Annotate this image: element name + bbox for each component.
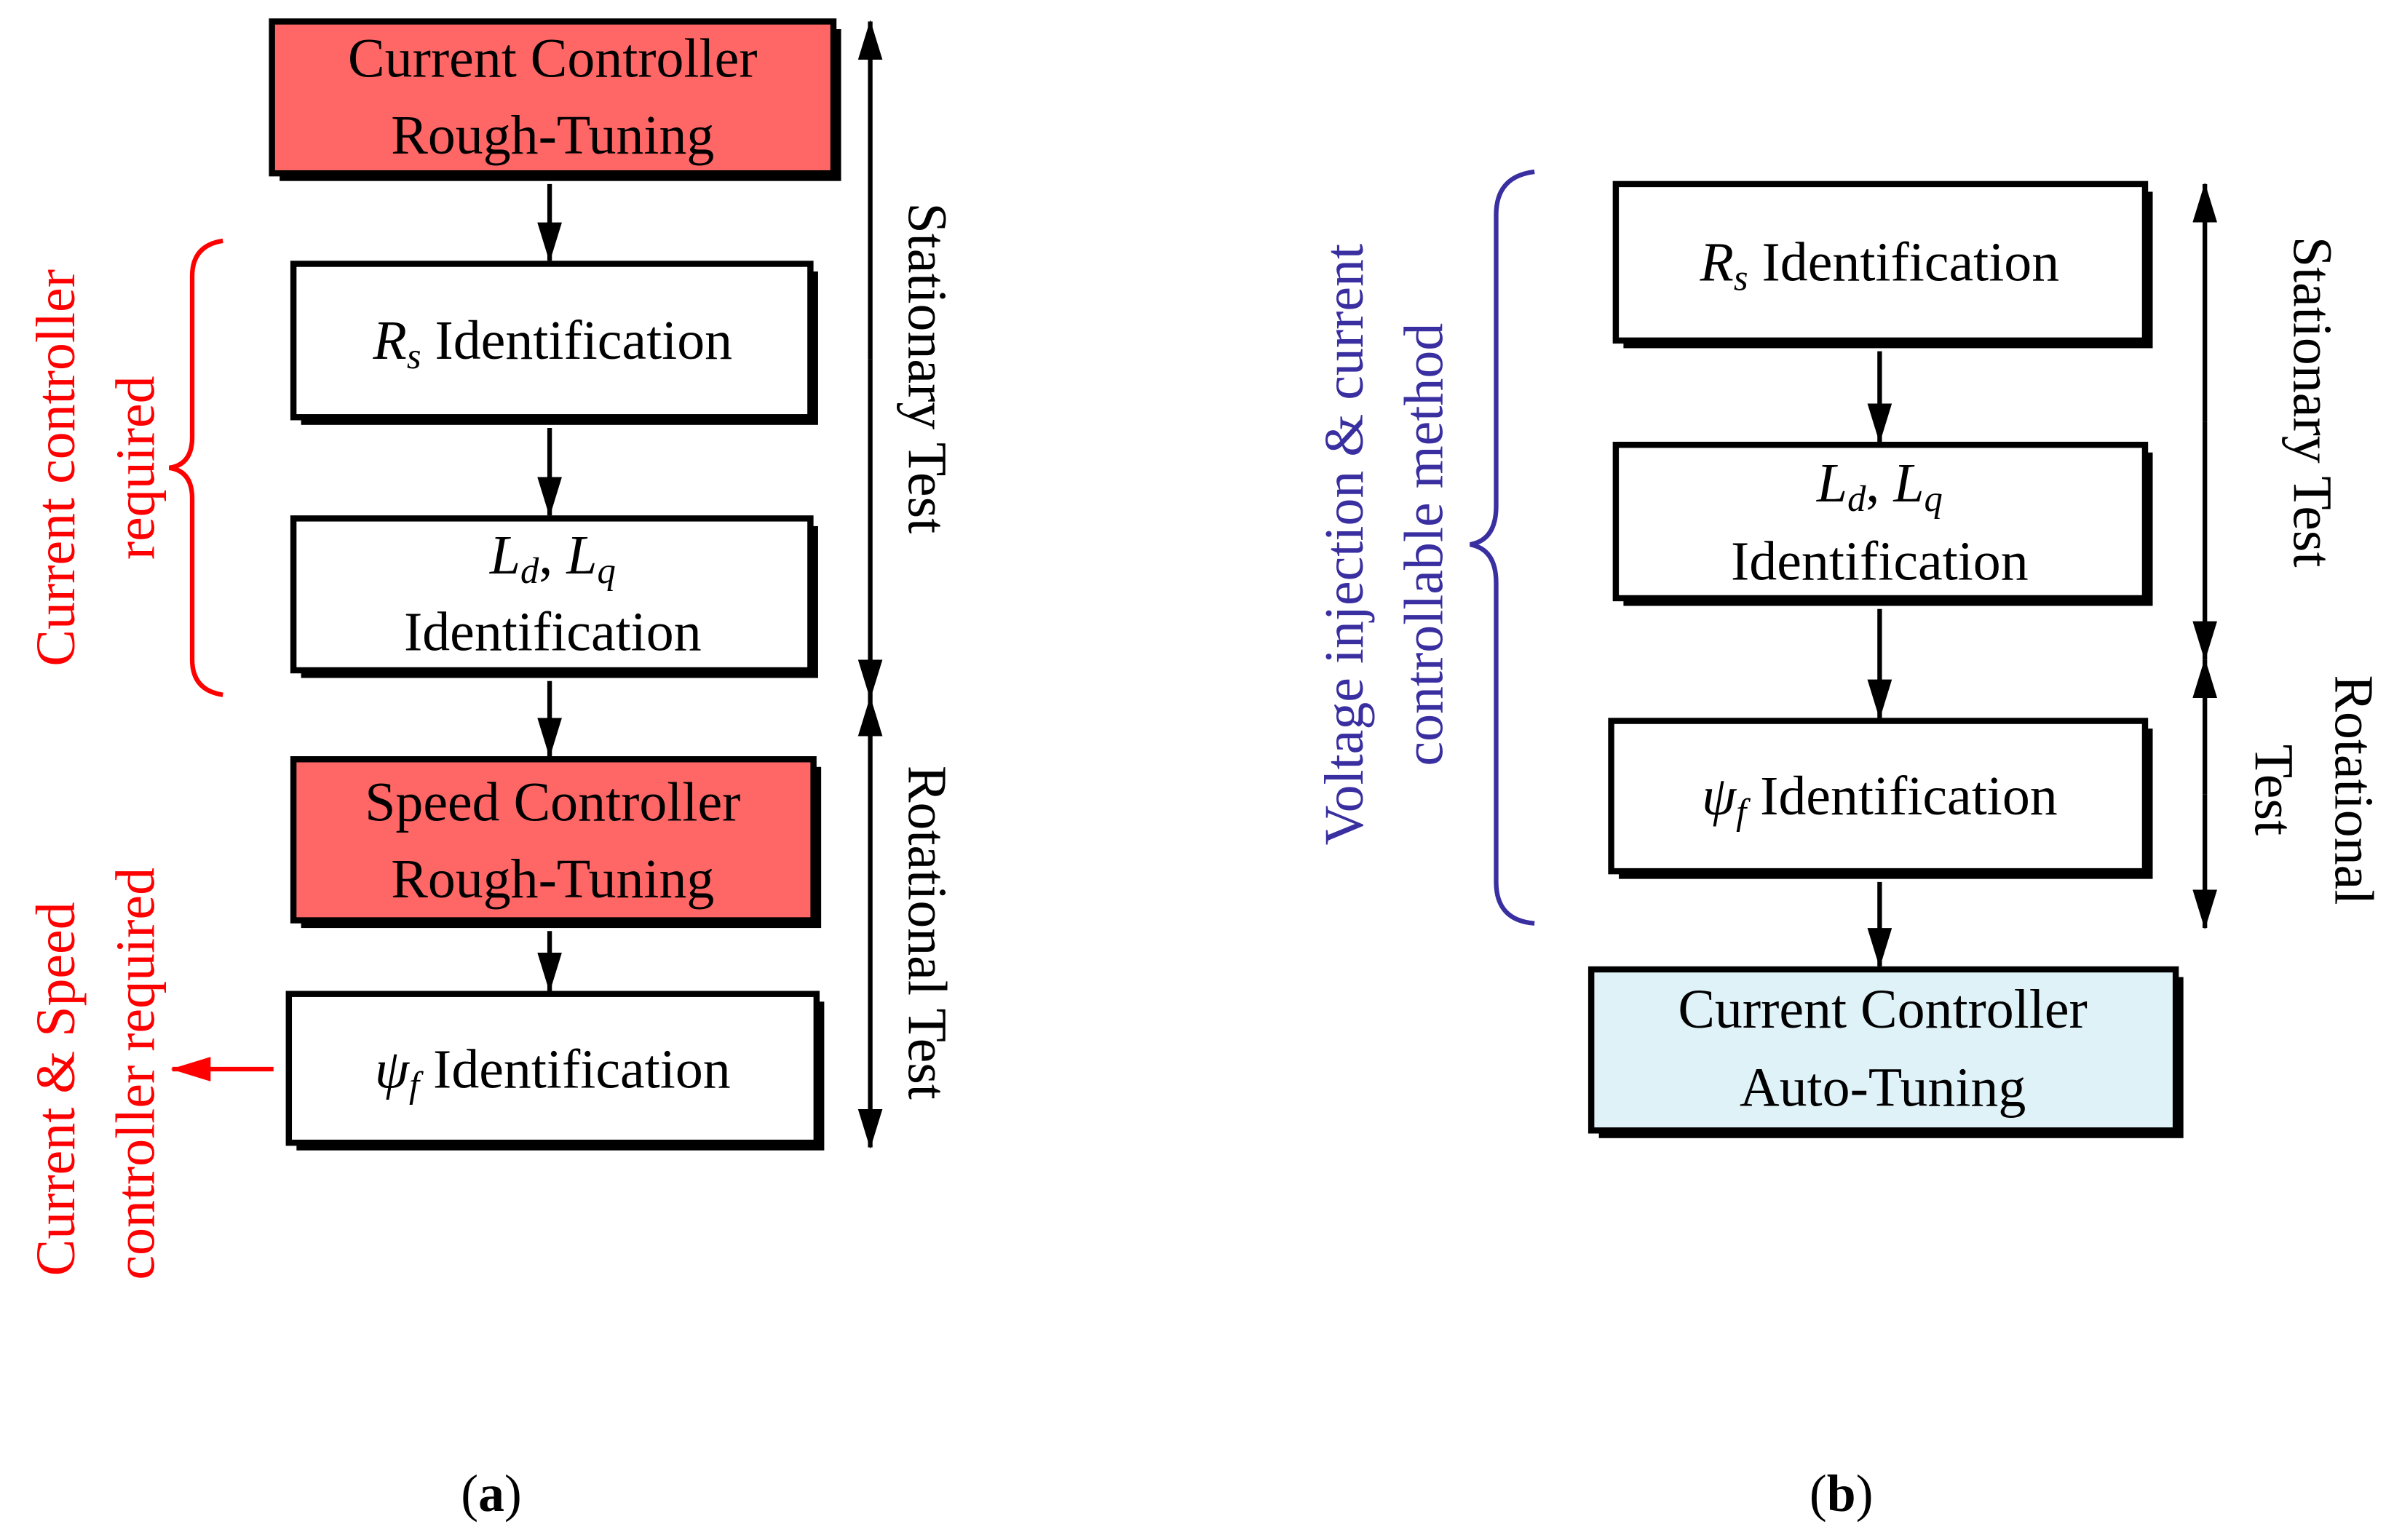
svg-text:Rough-Tuning: Rough-Tuning [391, 849, 714, 910]
rotational-test-label: Rotational Test [896, 766, 957, 1100]
stationary-test-label: Stationary Test [2281, 237, 2342, 568]
caption-b: (b) [1810, 1465, 1874, 1523]
svg-text:Auto-Tuning: Auto-Tuning [1740, 1057, 2026, 1119]
box-label: Current Controller [348, 28, 758, 89]
caption-a: (a) [461, 1465, 522, 1523]
box-rs-identification: Rs Identification [290, 261, 818, 425]
box-label: Rough-Tuning [391, 105, 714, 166]
panel-a: Current Controller Rough-Tuning Rs Ident… [25, 18, 957, 1523]
stationary-test-label: Stationary Test [896, 202, 957, 533]
svg-text:Identification: Identification [404, 602, 702, 663]
purple-brace [1469, 169, 1535, 926]
panel-b: Rs Identification Ld, Lq Identification … [1314, 169, 2384, 1523]
current-controller-required-label: Current controller [25, 269, 87, 667]
box-current-controller-auto-tuning: Current Controller Auto-Tuning [1588, 966, 2184, 1138]
svg-text:ψf Identification: ψf Identification [375, 1039, 731, 1105]
voltage-injection-label: Voltage injection & current [1314, 244, 1375, 846]
svg-text:Rs Identification: Rs Identification [1700, 232, 2060, 298]
box-ld-lq-identification: Ld, Lq Identification [1612, 441, 2153, 606]
svg-text:ψf Identification: ψf Identification [1702, 766, 2058, 832]
rotational-test-label: Test [2243, 745, 2304, 836]
box-rs-identification: Rs Identification [1612, 180, 2153, 349]
red-brace [168, 238, 223, 697]
box-psi-identification: ψf Identification [1608, 718, 2153, 879]
box-current-controller-rough-tuning: Current Controller Rough-Tuning [269, 18, 841, 181]
svg-text:Rs Identification: Rs Identification [373, 310, 733, 376]
box-ld-lq-identification: Ld, Lq Identification [290, 515, 818, 678]
svg-text:Ld, Lq: Ld, Lq [489, 525, 616, 591]
box-psi-identification: ψf Identification [285, 991, 825, 1151]
svg-text:Identification: Identification [1731, 531, 2029, 592]
svg-text:Speed Controller: Speed Controller [365, 772, 740, 833]
svg-text:Current Controller: Current Controller [1678, 979, 2088, 1040]
current-speed-controller-required-label: controller required [105, 868, 166, 1280]
svg-text:Ld, Lq: Ld, Lq [1816, 453, 1943, 519]
current-controller-required-label: required [105, 376, 166, 560]
voltage-injection-label: controllable method [1394, 323, 1455, 766]
box-speed-controller-rough-tuning: Speed Controller Rough-Tuning [290, 756, 822, 929]
current-speed-controller-required-label: Current & Speed [25, 902, 87, 1276]
rotational-test-label: Rotational [2323, 675, 2384, 905]
